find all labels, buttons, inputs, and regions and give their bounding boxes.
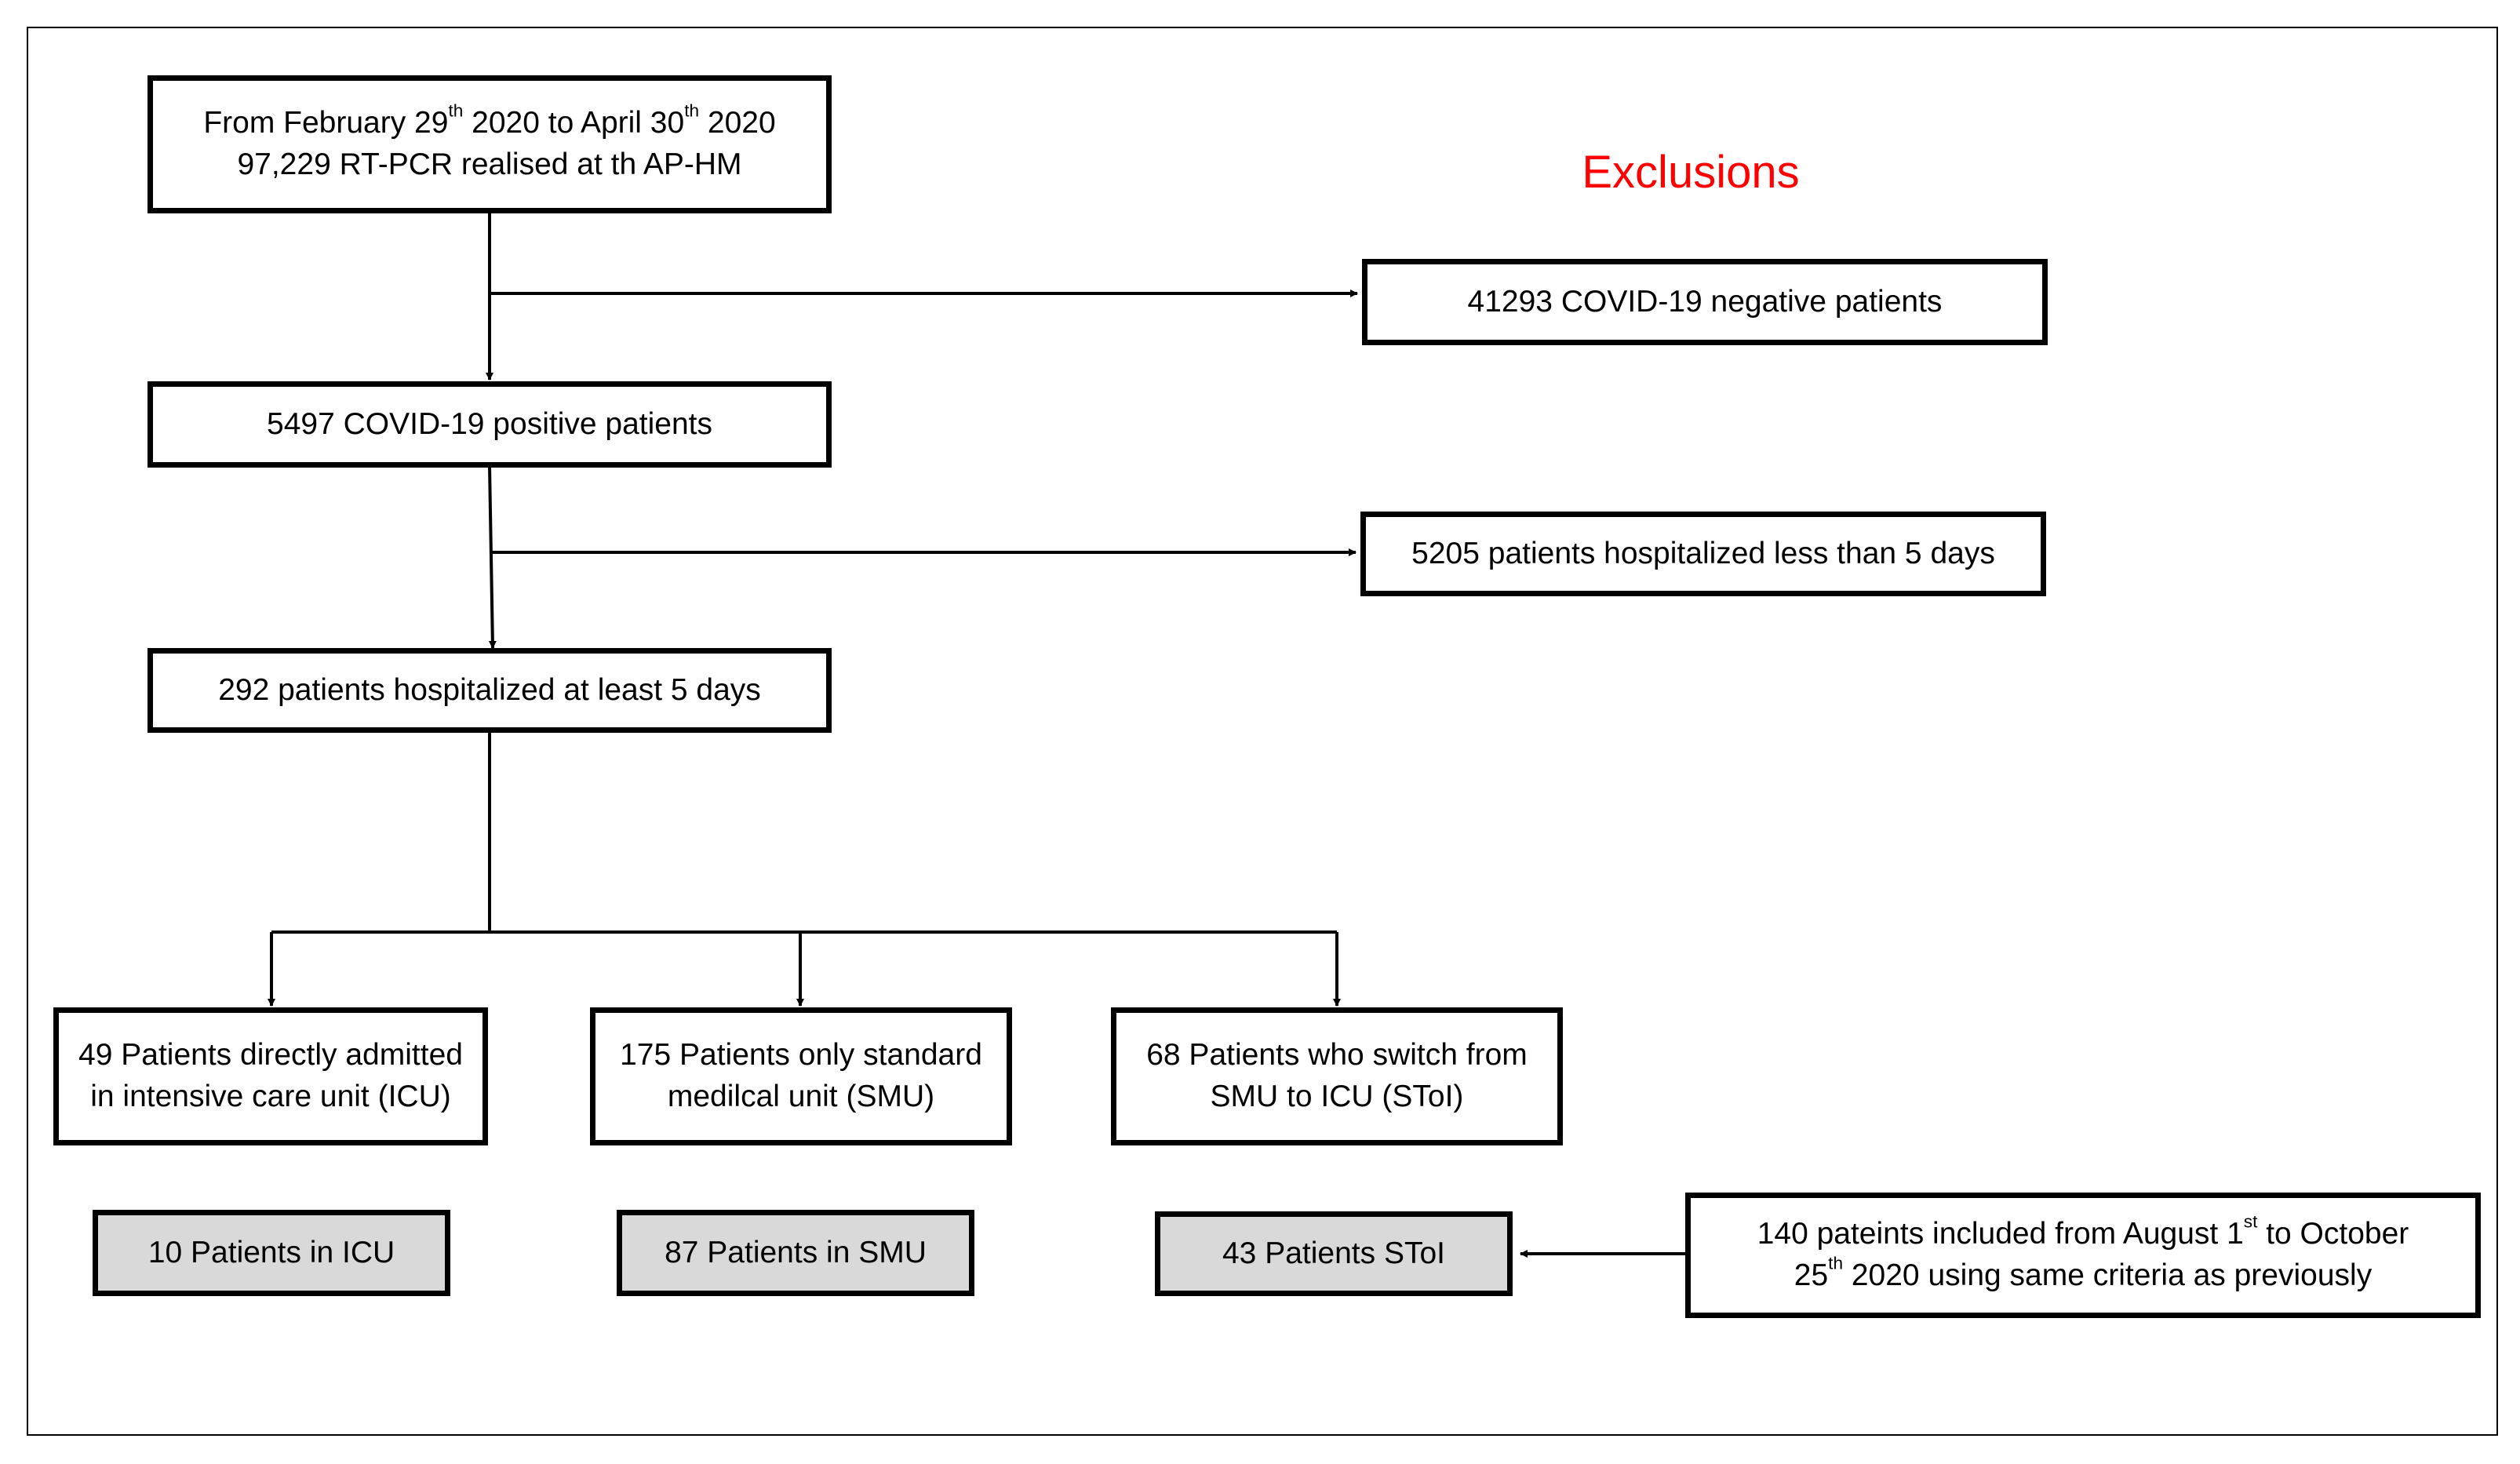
smu-cohort-box: 175 Patients only standard medilcal unit… xyxy=(590,1007,1012,1145)
negative-patients-box: 41293 COVID-19 negative patients xyxy=(1362,259,2048,345)
final-smu-box: 87 Patients in SMU xyxy=(617,1210,974,1296)
stoi-cohort-box: 68 Patients who switch from SMU to ICU (… xyxy=(1111,1007,1563,1145)
short-stay-box: 5205 patients hospitalized less than 5 d… xyxy=(1360,512,2046,596)
positive-patients-label: 5497 COVID-19 positive patients xyxy=(267,406,712,441)
negative-patients-label: 41293 COVID-19 negative patients xyxy=(1467,284,1943,319)
smu-cohort-line-2: medilcal unit (SMU) xyxy=(667,1080,935,1113)
added-patients-line-1: 140 pateints included from August 1st to… xyxy=(1757,1212,2409,1251)
final-stoi-box: 43 Patients SToI xyxy=(1155,1211,1513,1296)
exclusions-label: Exclusions xyxy=(1582,147,1800,198)
diagram-frame xyxy=(27,27,2498,1436)
added-patients-box: 140 pateints included from August 1st to… xyxy=(1685,1193,2481,1318)
final-stoi-label: 43 Patients SToI xyxy=(1222,1236,1445,1270)
smu-cohort-line-1: 175 Patients only standard xyxy=(620,1038,982,1073)
start-box-line-1: From February 29th 2020 to April 30th 20… xyxy=(203,101,776,140)
start-box-line-2: 97,229 RT-PCR realised at th AP-HM xyxy=(237,147,742,181)
short-stay-label: 5205 patients hospitalized less than 5 d… xyxy=(1411,536,1995,570)
added-patients-line-2: 25th 2020 using same criteria as previou… xyxy=(1793,1253,2373,1292)
final-icu-label: 10 Patients in ICU xyxy=(147,1235,395,1269)
final-smu-label: 87 Patients in SMU xyxy=(665,1235,927,1269)
positive-patients-box: 5497 COVID-19 positive patients xyxy=(147,381,832,468)
icu-cohort-line-2: in intensive care unit (ICU) xyxy=(90,1080,451,1113)
long-stay-label: 292 patients hospitalized at least 5 day… xyxy=(218,672,761,707)
start-box: From February 29th 2020 to April 30th 20… xyxy=(147,75,832,213)
icu-cohort-line-1: 49 Patients directly admitted xyxy=(78,1038,463,1073)
stoi-cohort-line-2: SMU to ICU (SToI) xyxy=(1210,1080,1464,1113)
long-stay-box: 292 patients hospitalized at least 5 day… xyxy=(147,648,832,733)
connector-positive-to-long-stay xyxy=(488,465,497,649)
final-icu-box: 10 Patients in ICU xyxy=(93,1210,450,1296)
stoi-cohort-line-1: 68 Patients who switch from xyxy=(1146,1038,1528,1073)
icu-cohort-box: 49 Patients directly admitted in intensi… xyxy=(53,1007,488,1145)
